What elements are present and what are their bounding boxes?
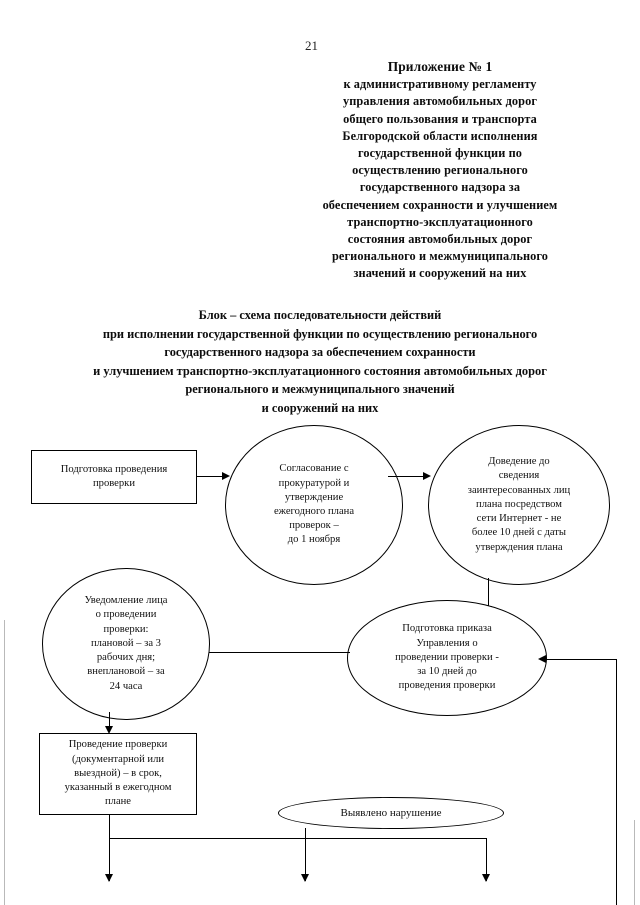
flow-node-agreement-line: проверок – (289, 520, 339, 532)
connector-violation-branch-left (109, 838, 111, 881)
flow-node-agreement-line: прокуратурой и (278, 477, 350, 489)
flow-node-inspection: Проведение проверки (документарной или в… (39, 733, 197, 815)
flow-node-order-line: проведении проверки - (395, 651, 499, 663)
appendix-heading-line: Приложение № 1 (387, 59, 493, 74)
appendix-heading-line: управления автомобильных дорог (342, 94, 538, 109)
flow-node-publication-line: плана посредством (476, 498, 562, 510)
flow-node-publication-line: утверждения плана (475, 541, 563, 553)
connector-violation-to-distribution-bar (305, 828, 307, 839)
appendix-heading: Приложение № 1 к административному регла… (285, 58, 595, 283)
flow-node-notification-line: о проведении (95, 609, 157, 621)
connector-preparation-to-agreement (197, 476, 225, 478)
flow-node-agreement-line: утверждение (284, 491, 344, 503)
appendix-heading-line: значений и сооружений на них (353, 266, 527, 281)
appendix-heading-line: государственного надзора за (359, 180, 521, 195)
flow-node-inspection-line: указанный в ежегодном (64, 782, 172, 794)
flow-node-preparation-line: Подготовка проведения (60, 463, 168, 475)
page-number: 21 (305, 38, 318, 53)
appendix-heading-line: регионального и межмуниципального (331, 249, 549, 264)
scan-edge-left (4, 620, 5, 905)
scheme-title-line: и сооружений на них (261, 400, 379, 415)
arrowhead-agreement-to-publication (423, 472, 431, 480)
connector-violation-branch-right (486, 838, 488, 881)
flow-node-inspection-line: (документарной или (71, 753, 165, 765)
flow-node-order-line: за 10 дней до (417, 666, 477, 678)
scheme-title-line: регионального и межмуниципального значен… (185, 382, 455, 397)
scan-edge-right (634, 820, 635, 905)
flow-node-order-line: проведения проверки (398, 680, 496, 692)
flow-node-inspection-line: Проведение проверки (68, 739, 168, 751)
flow-node-notification-line: Уведомление лица (84, 595, 168, 607)
appendix-heading-line: Белгородской области исполнения (342, 128, 538, 143)
appendix-heading-line: транспортно-эксплуатационного (347, 214, 533, 229)
connector-inspection-to-distribution-bar (109, 815, 111, 839)
flow-node-publication-line: заинтересованных лиц (467, 484, 571, 496)
appendix-heading-line: обеспечением сохранности и улучшением (322, 197, 558, 212)
appendix-heading-line: состояния автомобильных дорог (347, 232, 533, 247)
connector-feedback-right-horizontal (545, 659, 617, 661)
flow-node-preparation: Подготовка проведения проверки (31, 450, 197, 504)
flow-node-notification-line: внеплановой – за (87, 666, 165, 678)
flow-node-notification-line: проверки: (103, 623, 149, 635)
flow-node-preparation-line: проверки (92, 478, 136, 489)
scheme-title-line: Блок – схема последовательности действий (198, 308, 442, 322)
appendix-heading-line: к административному регламенту (343, 77, 537, 92)
flow-node-notification-line: рабочих дня; (96, 652, 156, 664)
flow-node-notification-line: плановой – за 3 (91, 637, 161, 649)
connector-notification-to-inspection (109, 712, 111, 732)
arrowhead-violation-branch-right (482, 874, 490, 882)
connector-violation-branch-center (305, 838, 307, 881)
flow-node-agreement-line: до 1 ноября (287, 534, 341, 546)
flow-node-agreement-line: ежегодного плана (273, 506, 355, 517)
flow-node-order-line: Подготовка приказа (402, 623, 492, 635)
flow-node-publication-line: сведения (498, 470, 540, 482)
flow-node-agreement-line: Согласование с (279, 463, 349, 475)
arrowhead-violation-branch-center (301, 874, 309, 882)
flow-node-publication-line: более 10 дней с даты (471, 527, 567, 539)
flow-node-order-line: Управления о (416, 637, 478, 649)
arrowhead-preparation-to-agreement (222, 472, 230, 480)
flow-node-agreement: Согласование с прокуратурой и утверждени… (225, 425, 403, 585)
arrowhead-notification-to-inspection (105, 726, 113, 734)
flow-node-order: Подготовка приказа Управления о проведен… (347, 600, 547, 716)
flow-node-violation-line: Выявлено нарушение (340, 806, 442, 819)
appendix-heading-line: общего пользования и транспорта (343, 111, 537, 126)
scheme-title: Блок – схема последовательности действий… (20, 306, 620, 418)
flow-node-inspection-line: выездной) – в срок, (74, 767, 162, 779)
connector-agreement-to-publication (388, 476, 426, 478)
arrowhead-violation-branch-left (105, 874, 113, 882)
flow-node-notification: Уведомление лица о проведении проверки: … (42, 568, 210, 720)
scheme-title-line: государственного надзора за обеспечением… (164, 345, 476, 360)
arrowhead-feedback-to-order (538, 655, 546, 663)
flow-node-inspection-line: плане (104, 796, 132, 808)
connector-order-to-notification (205, 652, 350, 654)
flow-node-notification-line: 24 часа (109, 680, 143, 692)
scheme-title-line: при исполнении государственной функции п… (102, 326, 538, 341)
appendix-heading-line: государственной функции по (357, 146, 523, 161)
flow-node-publication-line: Доведение до (488, 456, 550, 468)
flow-node-publication-line: сети Интернет - не (476, 513, 562, 525)
appendix-heading-line: осуществлению регионального (352, 163, 528, 178)
connector-feedback-right-vertical (616, 659, 618, 905)
flow-node-publication: Доведение до сведения заинтересованных л… (428, 425, 610, 585)
flow-node-violation: Выявлено нарушение (278, 797, 504, 829)
distribution-bar (109, 838, 487, 840)
connector-publication-to-order (488, 578, 490, 610)
scheme-title-line: и улучшением транспортно-эксплуатационно… (93, 363, 547, 378)
